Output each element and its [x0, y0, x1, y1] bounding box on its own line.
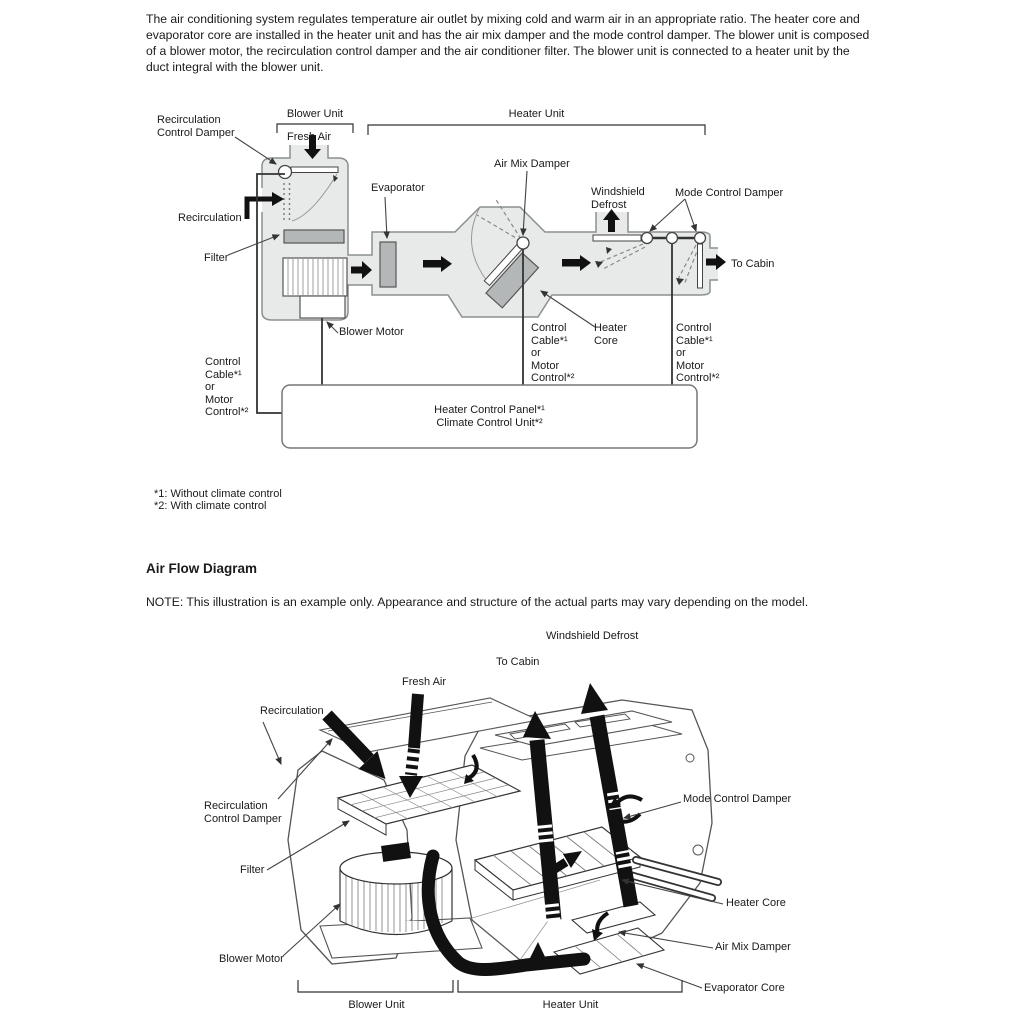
footnote-2: *2: With climate control — [154, 500, 267, 512]
blower-unit-bracket-2 — [297, 980, 454, 993]
duct-body — [262, 145, 718, 320]
label2-heater-unit: Heater Unit — [542, 999, 599, 1011]
label-recirc-control-damper: Recirculation Control Damper — [157, 114, 235, 139]
blower-schematic — [282, 257, 348, 297]
label-fresh-air: Fresh Air — [287, 131, 332, 143]
label2-to-cabin: To Cabin — [496, 656, 540, 668]
label-to-cabin: To Cabin — [731, 258, 775, 270]
label-blower-motor: Blower Motor — [339, 326, 404, 338]
heater-unit-bracket — [367, 124, 706, 135]
label-filter: Filter — [204, 252, 229, 264]
recirc-damper-schematic — [277, 164, 339, 222]
label2-mode-control-damper: Mode Control Damper — [683, 793, 792, 805]
duct-hose — [421, 849, 591, 977]
filter-part — [336, 764, 522, 836]
label2-windshield-defrost: Windshield Defrost — [546, 630, 639, 642]
footnote-1: *1: Without climate control — [154, 488, 282, 500]
airflow-leader-lines — [262, 721, 724, 989]
label-heater-core: Heater Core — [594, 322, 628, 347]
label2-recirculation: Recirculation — [260, 705, 324, 717]
label-air-mix-damper: Air Mix Damper — [494, 158, 570, 170]
control-panel-box — [281, 384, 698, 449]
airflow-arrows — [322, 683, 643, 941]
label-evaporator: Evaporator — [371, 182, 425, 194]
intro-paragraph: The air conditioning system regulates te… — [146, 12, 870, 74]
label-recirculation: Recirculation — [178, 212, 242, 224]
schematic-diagram — [227, 123, 726, 449]
label2-blower-motor: Blower Motor — [219, 953, 284, 965]
label-control-cable-mid: Control Cable*¹ or Motor Control*² — [531, 322, 575, 384]
label2-filter: Filter — [240, 864, 265, 876]
label-mode-control-damper: Mode Control Damper — [675, 187, 784, 199]
label-windshield-defrost: Windshield Defrost — [591, 186, 645, 211]
filter-schematic — [283, 229, 345, 244]
label2-evaporator-core: Evaporator Core — [704, 982, 785, 994]
label2-blower-unit: Blower Unit — [348, 999, 405, 1011]
label2-recirc-control-damper: Recirculation Control Damper — [204, 800, 282, 825]
section-note: NOTE: This illustration is an example on… — [146, 595, 809, 609]
heater-core-part — [473, 826, 722, 902]
airflow-diagram — [262, 683, 724, 993]
mode-dampers-schematic — [592, 231, 707, 289]
label2-fresh-air: Fresh Air — [402, 676, 447, 688]
label2-air-mix-damper: Air Mix Damper — [715, 941, 791, 953]
leader-lines — [227, 136, 697, 334]
air-mix-damper-schematic — [471, 197, 540, 309]
control-line-left — [256, 173, 285, 414]
label-blower-unit: Blower Unit — [286, 108, 344, 120]
label-control-panel: Heater Control Panel*¹ Climate Control U… — [434, 404, 545, 429]
air-mix-damper-part — [570, 901, 657, 934]
label-control-cable-right: Control Cable*¹ or Motor Control*² — [676, 322, 720, 384]
blower-unit-bracket — [276, 123, 354, 133]
duct-outline — [261, 145, 718, 321]
section-heading: Air Flow Diagram — [146, 561, 258, 576]
label-control-cable-left: Control Cable*¹ or Motor Control*² — [205, 356, 249, 418]
flow-arrows — [304, 135, 726, 279]
blower-motor-schematic — [299, 295, 346, 319]
label-heater-unit: Heater Unit — [508, 108, 565, 120]
heater-unit-bracket-2 — [457, 980, 683, 993]
label2-heater-core: Heater Core — [726, 897, 786, 909]
defrost-arrow — [603, 209, 620, 232]
recirculation-arrow — [244, 192, 284, 219]
evaporator-schematic — [379, 241, 397, 288]
